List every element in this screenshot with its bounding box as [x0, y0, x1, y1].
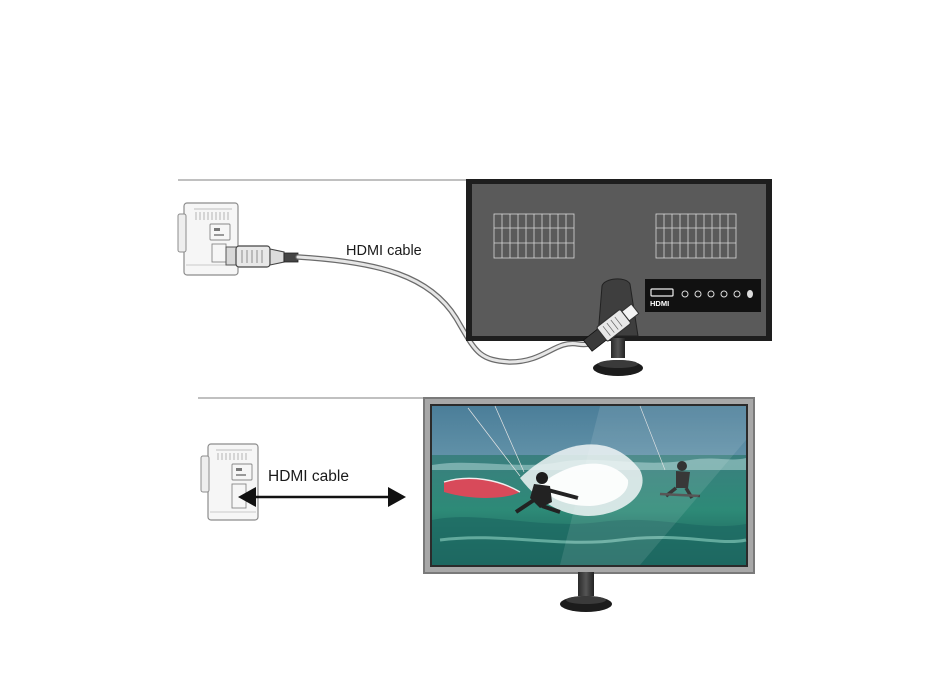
action-camera-icon: [201, 444, 258, 520]
bottom-diagram: HDMI cable: [198, 397, 755, 612]
top-diagram: HDMI cable: [178, 179, 772, 376]
double-arrow-icon: [238, 487, 406, 507]
cable-label-top: HDMI cable: [346, 243, 422, 259]
cable-label-bottom: HDMI cable: [268, 468, 349, 485]
tv-monitor-icon: [423, 397, 755, 574]
hdmi-plug-camera-end: [226, 246, 298, 267]
tv-stand-bottom: [560, 572, 612, 612]
tv-io-panel: HDMI: [645, 279, 761, 312]
hdmi-port-label: HDMI: [650, 299, 669, 308]
tv-screen-image: [432, 406, 746, 565]
